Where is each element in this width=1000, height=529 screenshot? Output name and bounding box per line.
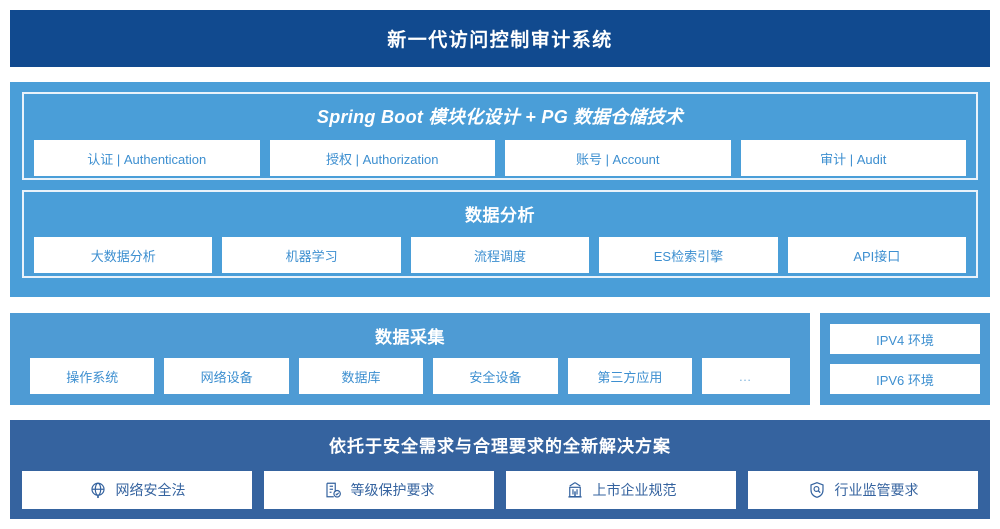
springboot-panel: Spring Boot 模块化设计 + PG 数据仓储技术 认证 | Authe…: [22, 92, 978, 180]
module-api-interface[interactable]: API接口: [787, 237, 967, 273]
data-collection-section: 数据采集 操作系统 网络设备 数据库 安全设备 第三方应用 …: [10, 313, 810, 405]
network-environment-section: IPV4 环境 IPV6 环境: [820, 313, 990, 405]
data-collection-source-row: 操作系统 网络设备 数据库 安全设备 第三方应用 …: [10, 358, 810, 394]
header-bar: 新一代访问控制审计系统: [10, 10, 990, 67]
data-analysis-module-row: 大数据分析 机器学习 流程调度 ES检索引擎 API接口: [24, 237, 976, 273]
solution-title: 依托于安全需求与合理要求的全新解决方案: [329, 437, 671, 456]
module-authentication[interactable]: 认证 | Authentication: [34, 140, 260, 176]
requirement-label: 上市企业规范: [592, 482, 677, 498]
requirement-label: 行业监管要求: [834, 482, 919, 498]
globe-network-icon: [89, 481, 107, 499]
solution-requirement-row: 网络安全法 等级保护要求: [10, 471, 990, 509]
data-collection-title: 数据采集: [375, 328, 445, 347]
module-machine-learning[interactable]: 机器学习: [222, 237, 401, 273]
source-database[interactable]: 数据库: [298, 358, 424, 394]
solution-section: 依托于安全需求与合理要求的全新解决方案 网络安全法: [10, 420, 990, 519]
springboot-module-row: 认证 | Authentication 授权 | Authorization 账…: [24, 140, 976, 176]
springboot-panel-title: Spring Boot 模块化设计 + PG 数据仓储技术: [316, 107, 684, 127]
module-audit[interactable]: 审计 | Audit: [740, 140, 966, 176]
module-process-scheduling[interactable]: 流程调度: [410, 237, 590, 273]
requirement-listed-company-standard[interactable]: 上市企业规范: [506, 471, 736, 509]
data-analysis-panel: 数据分析 大数据分析 机器学习 流程调度 ES检索引擎 API接口: [22, 190, 978, 278]
source-network-device[interactable]: 网络设备: [164, 358, 289, 394]
requirement-cybersecurity-law[interactable]: 网络安全法: [22, 471, 252, 509]
source-more-ellipsis[interactable]: …: [702, 358, 791, 394]
requirement-label: 网络安全法: [115, 482, 186, 498]
requirement-classified-protection[interactable]: 等级保护要求: [264, 471, 494, 509]
requirement-industry-supervision[interactable]: 行业监管要求: [748, 471, 978, 509]
module-account[interactable]: 账号 | Account: [505, 140, 731, 176]
source-operating-system[interactable]: 操作系统: [30, 358, 155, 394]
source-security-device[interactable]: 安全设备: [433, 358, 558, 394]
platform-section: Spring Boot 模块化设计 + PG 数据仓储技术 认证 | Authe…: [10, 82, 990, 297]
module-authorization[interactable]: 授权 | Authorization: [269, 140, 495, 176]
environment-ipv6[interactable]: IPV6 环境: [830, 364, 980, 394]
page-title: 新一代访问控制审计系统: [387, 30, 613, 51]
module-big-data-analysis[interactable]: 大数据分析: [34, 237, 213, 273]
requirement-label: 等级保护要求: [350, 482, 435, 498]
module-es-search-engine[interactable]: ES检索引擎: [599, 237, 778, 273]
bank-building-icon: [566, 481, 584, 499]
shield-search-icon: [808, 481, 826, 499]
environment-ipv4[interactable]: IPV4 环境: [830, 324, 980, 354]
source-third-party-app[interactable]: 第三方应用: [567, 358, 693, 394]
data-analysis-panel-title: 数据分析: [465, 206, 535, 225]
document-check-icon: [324, 481, 342, 499]
